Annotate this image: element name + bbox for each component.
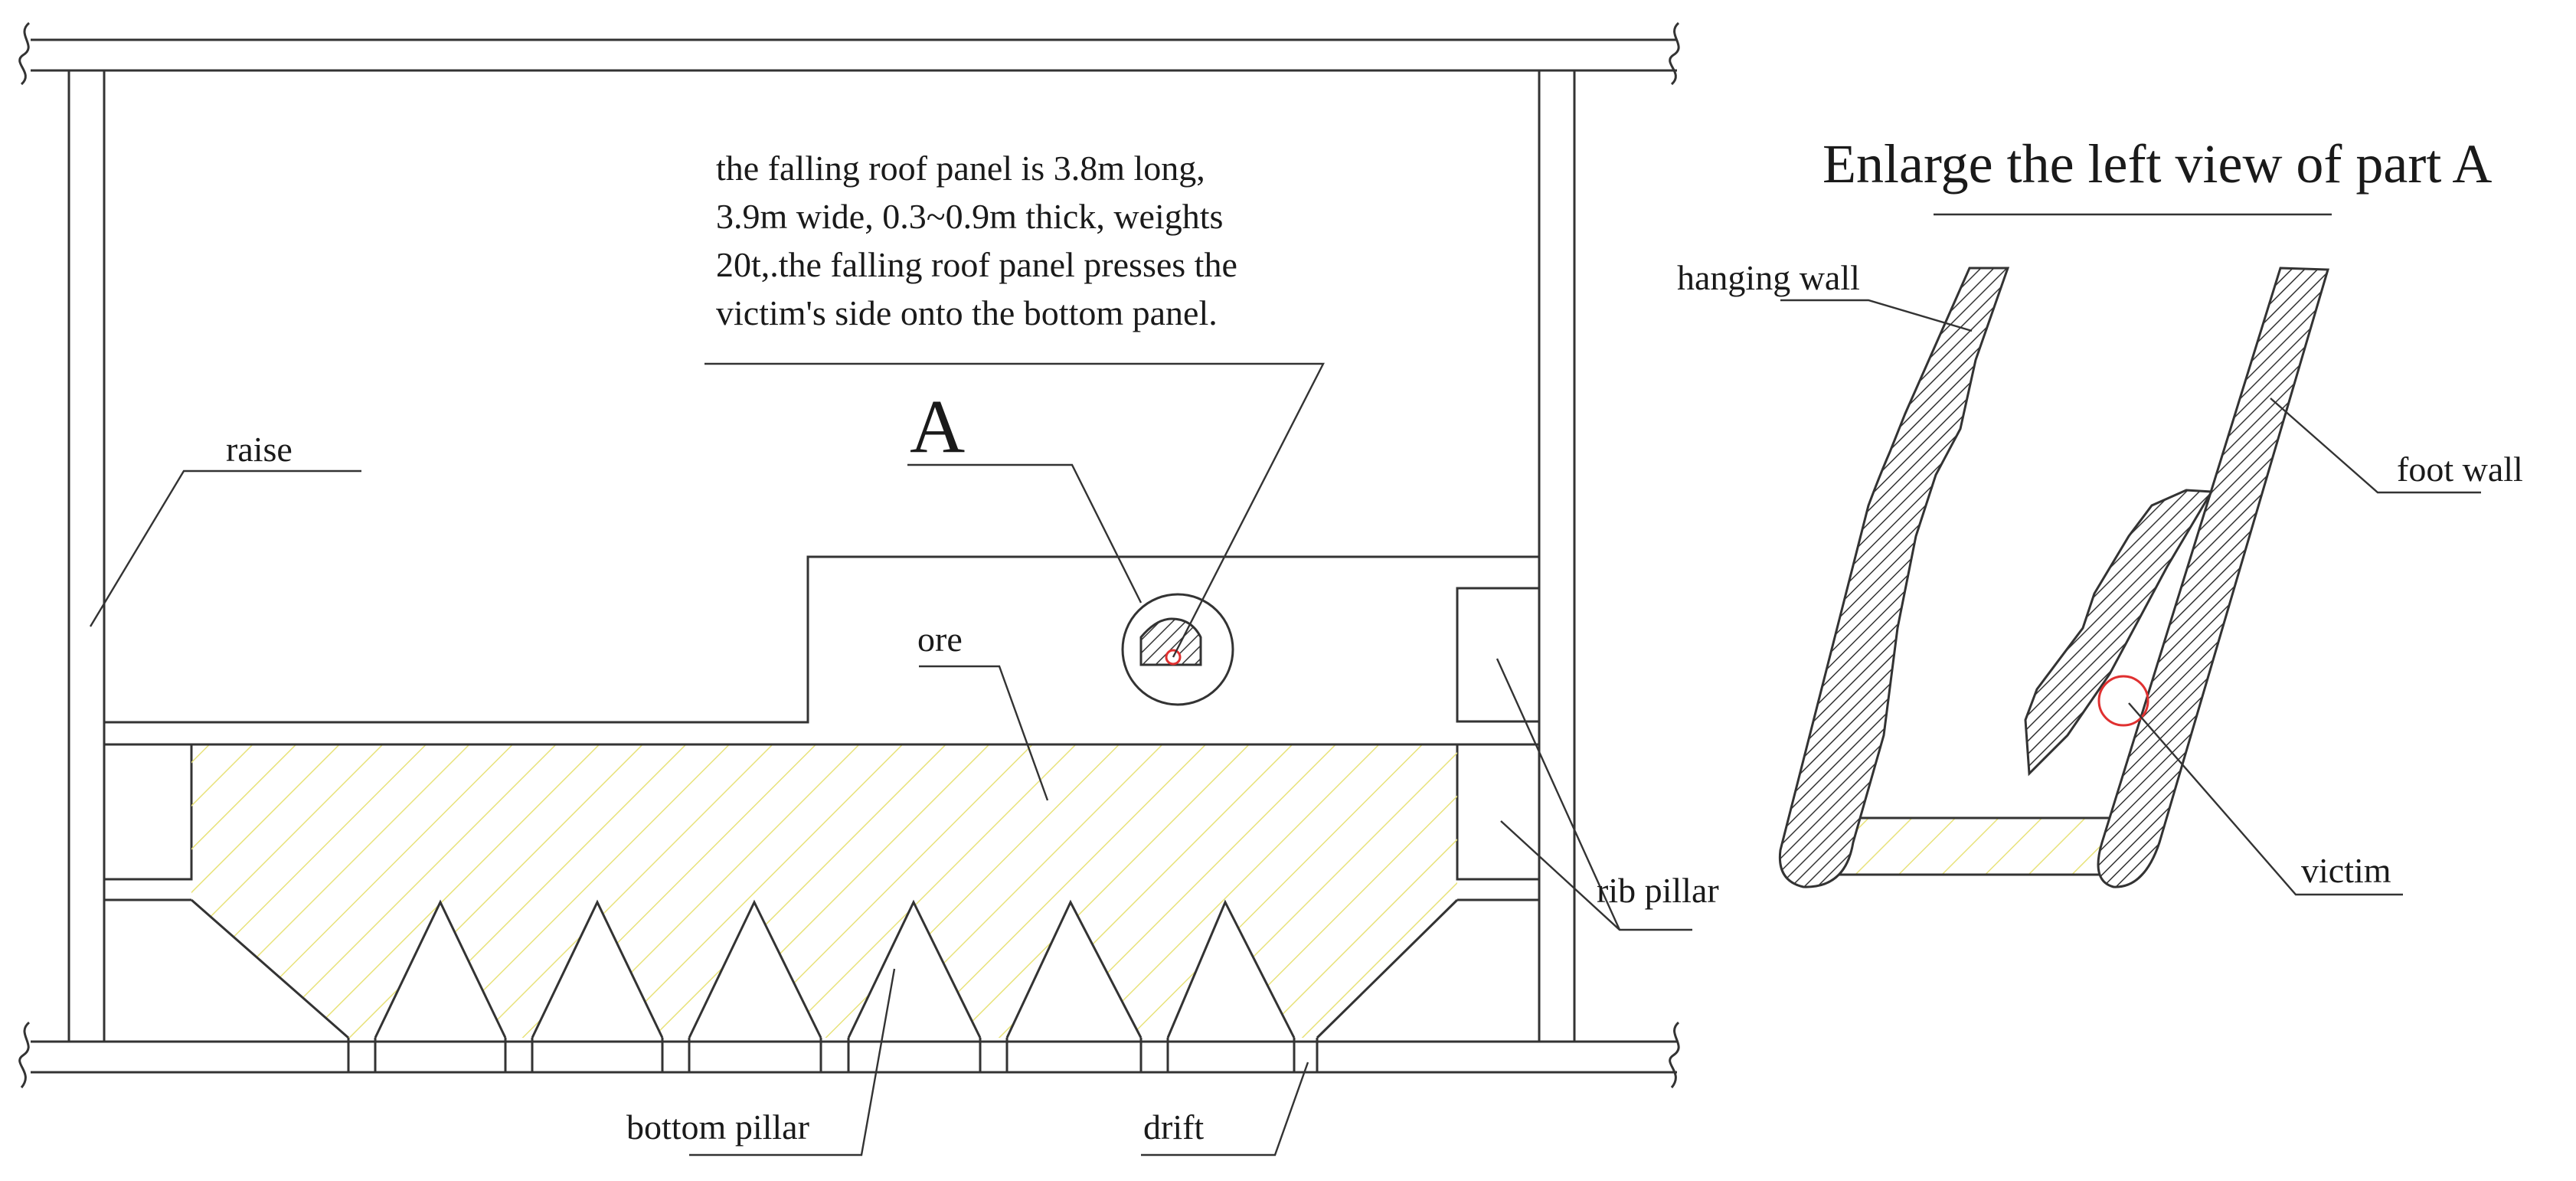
victim-leader	[2128, 702, 2403, 896]
raise-leader	[89, 469, 361, 627]
hanging-wall-leader	[1780, 299, 1973, 332]
bottom-left-break-mark	[18, 1021, 31, 1088]
bottom-level-line	[31, 1040, 1677, 1074]
part-a-leader	[907, 463, 1143, 604]
ore-leader	[919, 665, 1049, 801]
bottom-pillar-leader	[689, 968, 896, 1156]
part-a-tunnel	[1139, 617, 1202, 666]
rib-pillar-label: rib pillar	[1597, 871, 1719, 910]
foot-wall-leader	[2270, 397, 2481, 494]
ore-body-outline	[191, 743, 1459, 1039]
part-a-circle	[1121, 593, 1234, 706]
bottom-pillar-cones	[374, 899, 1296, 1039]
detail-floor-outline	[1826, 816, 2112, 876]
raise-right	[1538, 70, 1576, 1042]
drift-leader	[1141, 1062, 1309, 1156]
left-pillar-box	[104, 744, 193, 901]
falling-roof-panel	[2024, 489, 2214, 777]
victim-label: victim	[2301, 851, 2391, 890]
rib-pillar-box-lower	[1456, 744, 1539, 901]
note-leader	[704, 362, 1325, 658]
top-right-break-mark	[1669, 21, 1680, 86]
ore-label: ore	[917, 620, 963, 659]
note-line-4: victim's side onto the bottom panel.	[716, 293, 1218, 332]
raise-left	[67, 70, 106, 1042]
ore-body	[191, 744, 1457, 1038]
rib-pillar-box-upper	[1456, 587, 1541, 723]
raise-label: raise	[226, 430, 293, 469]
drift-label: drift	[1143, 1107, 1204, 1147]
foot-wall-shape	[2097, 267, 2329, 888]
bottom-pillar-label: bottom pillar	[626, 1107, 809, 1147]
part-a-label: A	[910, 384, 965, 469]
hanging-wall-shape	[1778, 267, 2010, 888]
drawpoint-posts	[347, 1038, 1319, 1072]
detail-title: Enlarge the left view of part A	[1822, 133, 2492, 195]
note-line-3: 20t,.the falling roof panel presses the	[716, 245, 1237, 284]
foot-wall-label: foot wall	[2397, 450, 2523, 489]
hanging-wall-label: hanging wall	[1677, 258, 1860, 297]
rib-pillar-leader	[1496, 658, 1692, 931]
top-left-break-mark	[18, 21, 31, 86]
detail-ore-floor	[1826, 818, 2112, 875]
note-line-1: the falling roof panel is 3.8m long,	[716, 149, 1205, 188]
detail-view-part-a: Enlarge the left view of part A	[1778, 133, 2492, 896]
upper-stope-outline	[104, 555, 1539, 724]
main-section-view	[18, 21, 1692, 1156]
top-level-line	[31, 38, 1677, 72]
note-line-2: 3.9m wide, 0.3~0.9m thick, weights	[716, 197, 1223, 236]
victim-marker	[2097, 675, 2149, 727]
incident-note: the falling roof panel is 3.8m long, 3.9…	[716, 149, 1237, 332]
bottom-right-break-mark	[1669, 1021, 1680, 1088]
